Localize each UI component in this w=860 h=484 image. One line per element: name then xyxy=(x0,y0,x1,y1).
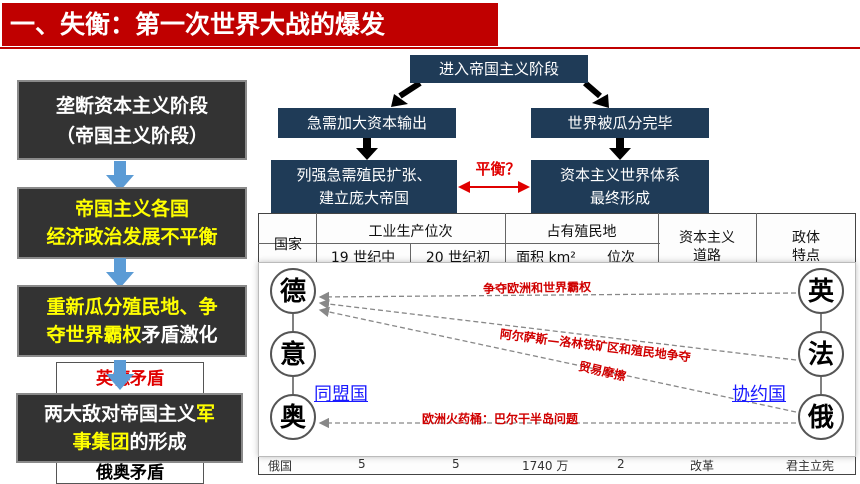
down-arrow-icon xyxy=(106,360,134,390)
table-gridline xyxy=(316,213,317,262)
table-gridline xyxy=(658,213,659,262)
flow-arrow-down-right-shaft xyxy=(616,138,624,150)
table-header-path-2: 道路 xyxy=(693,248,721,264)
flow-world-system: 资本主义世界体系 最终形成 xyxy=(531,160,709,214)
imbalance-box-line2: 经济政治发展不平衡 xyxy=(46,226,218,248)
table-gridline xyxy=(756,213,757,262)
flow-arrow-left-shaft xyxy=(398,80,422,99)
alliance-box-highlight: 事集团 xyxy=(72,431,130,453)
alliance-box-line1: 两大敌对帝国主义军 xyxy=(18,400,241,428)
flow-capital-export: 急需加大资本输出 xyxy=(278,108,456,138)
russo-austrian-rivalry: 俄奥矛盾 xyxy=(96,463,164,483)
table-header-path: 资本主义 xyxy=(679,230,735,246)
france-node: 法 xyxy=(798,331,844,377)
table-gridline xyxy=(258,243,660,244)
entente-powers-link[interactable]: 协约国 xyxy=(732,384,786,405)
conflict-box-line2: 夺世界霸权矛盾激化 xyxy=(19,321,245,349)
table-gridline xyxy=(410,243,411,262)
table-header-industry: 工业生产位次 xyxy=(368,224,453,240)
table-cell: 5 xyxy=(452,457,460,471)
conflict-box: 重新瓜分殖民地、争 夺世界霸权矛盾激化 xyxy=(17,285,247,357)
flow-arrow-down-left-shaft xyxy=(363,138,371,150)
flow-colonial-expansion-line2: 建立庞大帝国 xyxy=(318,189,409,207)
conflict-label-balkan: 欧洲火药桶：巴尔干半岛问题 xyxy=(422,412,579,426)
flow-arrow-left-head xyxy=(391,94,408,107)
flow-world-divided: 世界被瓜分完毕 xyxy=(531,108,709,138)
flow-arrow-right-head xyxy=(592,94,609,108)
conflict-box-line1: 重新瓜分殖民地、争 xyxy=(46,296,218,318)
table-header-regime: 政体 xyxy=(792,230,820,246)
flow-colonial-expansion-line1: 列强急需殖民扩张、 xyxy=(296,166,432,184)
conflict-box-rest: 矛盾激化 xyxy=(141,324,218,346)
table-header-regime-2: 特点 xyxy=(792,248,820,264)
alliance-box-line2: 事集团的形成 xyxy=(18,428,241,456)
flow-colonial-expansion: 列强急需殖民扩张、 建立庞大帝国 xyxy=(271,160,457,214)
balance-arrow-left-head xyxy=(458,181,470,193)
stage-box-line1: 垄断资本主义阶段 xyxy=(55,95,208,117)
italy-node: 意 xyxy=(270,331,316,377)
balance-arrow-right-head xyxy=(518,181,530,193)
imbalance-box: 帝国主义各国 经济政治发展不平衡 xyxy=(17,187,247,259)
alliance-formation-box: 两大敌对帝国主义军 事集团的形成 xyxy=(16,393,243,463)
austria-node: 奥 xyxy=(270,394,316,440)
flow-world-system-line2: 最终形成 xyxy=(589,189,650,207)
conflict-box-highlight: 夺世界霸权 xyxy=(46,324,142,346)
alliance-box-text: 两大敌对帝国主义 xyxy=(43,403,196,425)
alliance-box-text: 的形成 xyxy=(129,431,187,453)
conflict-label-hegemony: 争夺欧洲和世界霸权 xyxy=(482,280,592,296)
flow-world-system-line1: 资本主义世界体系 xyxy=(559,166,680,184)
britain-node: 英 xyxy=(798,268,844,314)
table-cell: 俄国 xyxy=(268,459,293,473)
table-cell: 1740 万 xyxy=(522,459,569,473)
table-cell: 君主立宪 xyxy=(786,459,835,473)
imbalance-box-line1: 帝国主义各国 xyxy=(74,198,189,220)
table-gridline xyxy=(505,213,506,262)
alliance-box-highlight: 军 xyxy=(196,403,216,425)
table-cell: 5 xyxy=(358,457,366,471)
central-powers-link[interactable]: 同盟国 xyxy=(314,384,368,405)
flow-arrow-right-shaft xyxy=(583,80,602,99)
stage-box-line2: （帝国主义阶段） xyxy=(55,125,208,147)
title-underline xyxy=(0,47,860,49)
table-cell: 改革 xyxy=(690,459,715,473)
stage-box: 垄断资本主义阶段 （帝国主义阶段） xyxy=(17,80,247,160)
flow-arrow-down-right-head xyxy=(609,148,631,160)
down-arrow-icon xyxy=(106,161,134,191)
table-header-colony: 占有殖民地 xyxy=(546,224,617,240)
germany-node: 德 xyxy=(270,268,316,314)
down-arrow-icon xyxy=(106,258,134,288)
page-title: 一、失衡：第一次世界大战的爆发 xyxy=(2,3,498,46)
flow-imperialism-stage: 进入帝国主义阶段 xyxy=(410,55,588,83)
russia-node: 俄 xyxy=(798,394,844,440)
table-cell: 2 xyxy=(617,457,625,471)
balance-label: 平衡？ xyxy=(475,160,521,178)
table-header-country: 国家 xyxy=(274,237,302,253)
flow-arrow-down-left-head xyxy=(356,148,378,160)
